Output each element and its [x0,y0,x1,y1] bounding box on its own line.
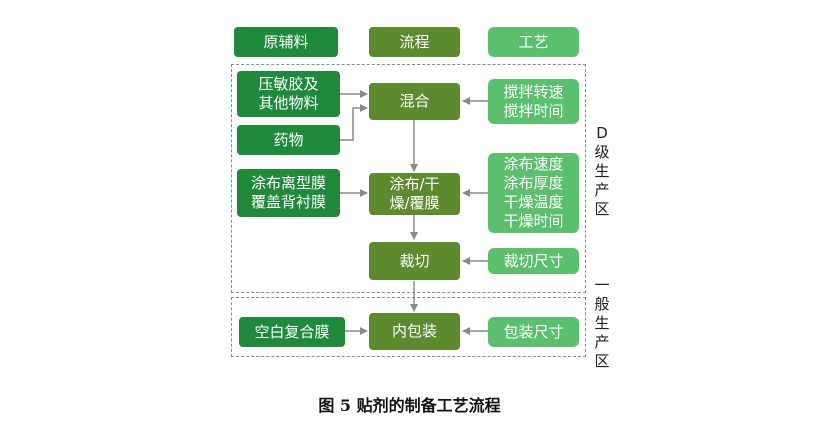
materials-header: 原辅料 [234,27,338,57]
material-drug-box: 药物 [237,125,340,155]
craft-cutting-params-box: 裁切尺寸 [488,248,579,274]
process-header: 流程 [369,27,460,57]
general-zone-boundary [231,297,586,357]
material-adhesive-box: 压敏胶及 其他物料 [237,71,340,117]
d-zone-boundary [231,64,586,293]
craft-header: 工艺 [488,27,579,57]
craft-coating-params-box: 涂布速度 涂布厚度 干燥温度 干燥时间 [488,153,579,233]
material-film-box: 涂布离型膜 覆盖背衬膜 [237,169,340,217]
process-packaging-box: 内包装 [369,313,460,350]
process-coating-box: 涂布/干 燥/覆膜 [369,173,460,215]
process-cutting-box: 裁切 [369,242,460,280]
figure-caption: 图 5 贴剂的制备工艺流程 [318,396,501,415]
general-zone-label: 一般生产区 [594,276,610,370]
material-blank-film-box: 空白复合膜 [239,317,345,347]
d-zone-label: D级生产区 [594,124,610,218]
craft-packaging-params-box: 包装尺寸 [488,317,579,347]
arrow-drug-to-mixing [340,104,368,141]
process-mixing-box: 混合 [369,83,460,120]
craft-mixing-params-box: 搅拌转速 搅拌时间 [488,79,579,124]
